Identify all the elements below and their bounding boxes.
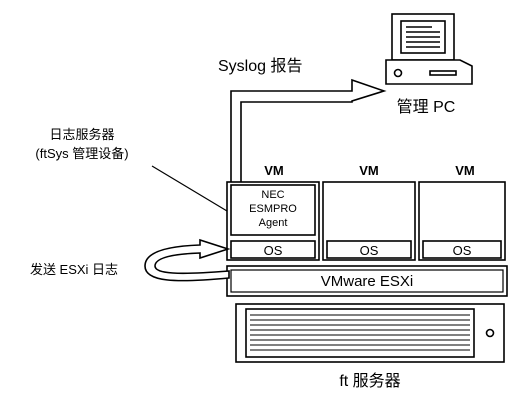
vmware-esxi-bar-inner (230, 269, 504, 293)
log-server-sublabel: (ftSys 管理设备) (35, 146, 128, 161)
os-label-2: OS (360, 243, 379, 258)
vm-title-3: VM (455, 163, 475, 178)
os-box-1 (230, 240, 316, 259)
log-server-label: 日志服务器 (49, 127, 114, 142)
esmpro-agent-line-2: ESMPRO (249, 203, 297, 215)
send-log-loop-arrow-icon (144, 238, 231, 282)
vm-title-2: VM (359, 163, 379, 178)
esmpro-agent-line-1: NEC (261, 189, 284, 201)
log-server-pointer-line (151, 165, 228, 212)
server-chassis-icon (235, 303, 505, 363)
syslog-report-label: Syslog 报告 (218, 57, 302, 75)
esmpro-agent-box (230, 184, 316, 236)
os-box-3 (422, 240, 502, 259)
esmpro-agent-line-3: Agent (259, 217, 288, 229)
ft-server-label: ft 服务器 (339, 372, 400, 390)
syslog-arrow-icon (230, 78, 387, 186)
management-pc-label: 管理 PC (397, 98, 456, 116)
vmware-esxi-label: VMware ESXi (321, 273, 414, 290)
os-label-1: OS (264, 243, 283, 258)
os-label-3: OS (453, 243, 472, 258)
os-box-2 (326, 240, 412, 259)
server-vent-lines (250, 314, 470, 351)
computer-icon (385, 13, 473, 85)
send-esxi-log-label: 发送 ESXi 日志 (30, 262, 118, 277)
vm-title-1: VM (264, 163, 284, 178)
